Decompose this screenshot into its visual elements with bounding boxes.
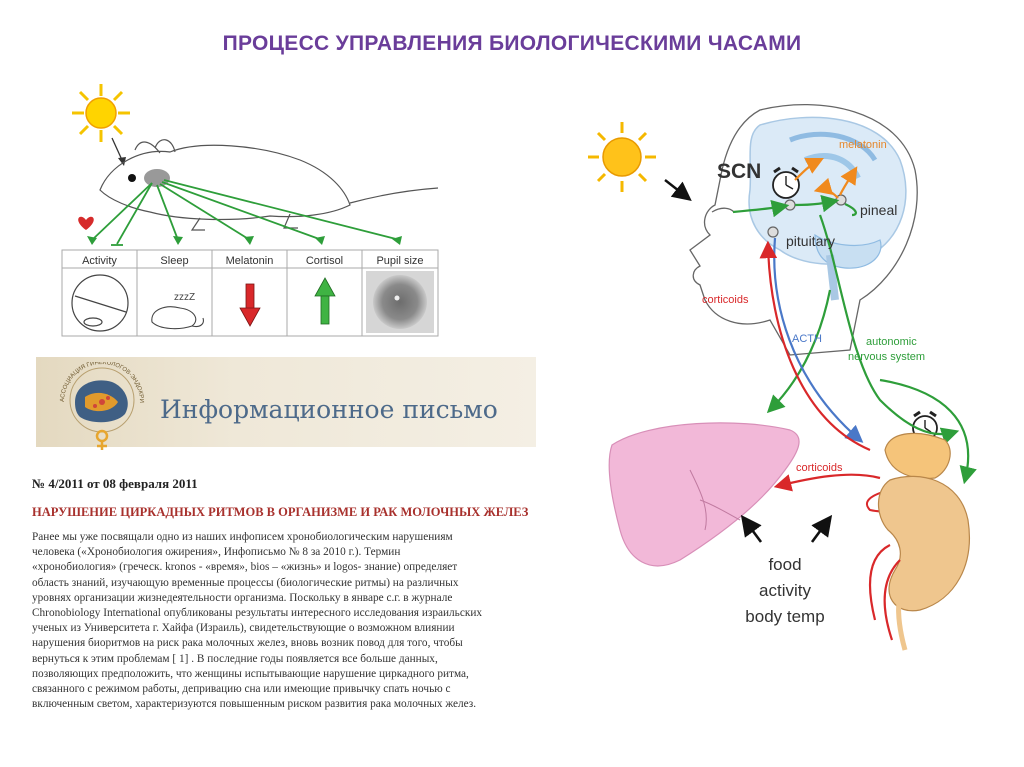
letter-heading: НАРУШЕНИЕ ЦИРКАДНЫХ РИТМОВ В ОРГАНИЗМЕ И…	[32, 505, 529, 519]
mouse-diagram: zzzZ	[61, 84, 439, 337]
sleeping-mouse-icon	[151, 306, 204, 330]
liver-illustration	[608, 422, 800, 567]
letter-body-line: включенным светом, характеризуются повыш…	[32, 698, 477, 711]
letter-body-line: область знаний, изучающую временные проц…	[32, 576, 459, 589]
letter-number: № 4/2011 от 08 февраля 2011	[32, 476, 198, 491]
table-header-melatonin: Melatonin	[225, 255, 274, 267]
letter-body: Ранее мы уже посвящали одно из наших инф…	[32, 530, 557, 712]
association-logo: АССОЦИАЦИЯ ГИНЕКОЛОГОВ-ЭНДОКРИНОЛОГОВ РО…	[40, 362, 144, 450]
kidney-illustration	[877, 475, 970, 612]
letter-body-line: человека («Хронобиология ожирения», Инфо…	[32, 546, 401, 559]
letter-body-line: «хронобиология» (греческ. kronos - «врем…	[32, 561, 458, 574]
table-header-activity: Activity	[82, 255, 117, 267]
sun-icon-left	[72, 84, 130, 142]
heart-icon	[78, 216, 94, 230]
label-food: food	[768, 555, 801, 574]
letter-body-line: Ранее мы уже посвящали одно из наших инф…	[32, 531, 453, 543]
label-body-temp: body temp	[745, 607, 824, 626]
page-title: ПРОЦЕСС УПРАВЛЕНИЯ БИОЛОГИЧЕСКИМИ ЧАСАМИ	[222, 32, 802, 55]
letter-body-line: Chronobiology International опубликованы…	[32, 607, 483, 620]
cortisol-up-arrow	[314, 277, 336, 325]
label-corticoids-upper: corticoids	[702, 294, 749, 306]
label-pineal: pineal	[860, 202, 897, 218]
adrenal-gland-illustration	[884, 432, 951, 479]
human-clock-diagram: SCN melatonin pineal pituitary corticoid…	[588, 104, 977, 651]
running-wheel-icon	[71, 274, 129, 332]
melatonin-down-arrow	[239, 283, 261, 327]
label-activity: activity	[759, 581, 811, 600]
letter-body-line: уровнях организации жизнедеятельности ор…	[32, 591, 453, 604]
label-acth: ACTH	[792, 333, 822, 345]
mouse-illustration	[99, 139, 439, 231]
alarm-clock-icon-scn	[772, 166, 800, 199]
label-autonomic: autonomic	[866, 336, 917, 348]
head-profile	[689, 104, 918, 356]
label-scn: SCN	[717, 160, 761, 183]
letter-body-line: ученых из Университета г. Хайфа (Израиль…	[32, 622, 455, 635]
label-pituitary: pituitary	[786, 233, 835, 249]
label-melatonin: melatonin	[839, 139, 887, 151]
table-header-pupil-size: Pupil size	[376, 255, 424, 267]
table-header-cortisol: Cortisol	[305, 255, 344, 267]
label-corticoids-lower: corticoids	[796, 462, 843, 474]
label-nervous-system: nervous system	[848, 351, 925, 363]
table-header-sleep: Sleep	[160, 255, 189, 267]
letter-body-line: нарушения биоритмов на риск рака молочны…	[32, 637, 463, 650]
sleep-zzz: zzzZ	[174, 292, 195, 303]
letter-body-line: позволяющих предположить, что женщины ис…	[32, 667, 469, 680]
sun-icon-right	[588, 122, 656, 192]
pupil-photo	[366, 271, 434, 333]
letter-banner-title: Информационное письмо	[160, 395, 498, 424]
letter-body-line: связанного с режимом работы, депривацию …	[32, 683, 451, 696]
letter-body-line: вернуться к этим проблемам [ 1] . В посл…	[32, 652, 438, 665]
